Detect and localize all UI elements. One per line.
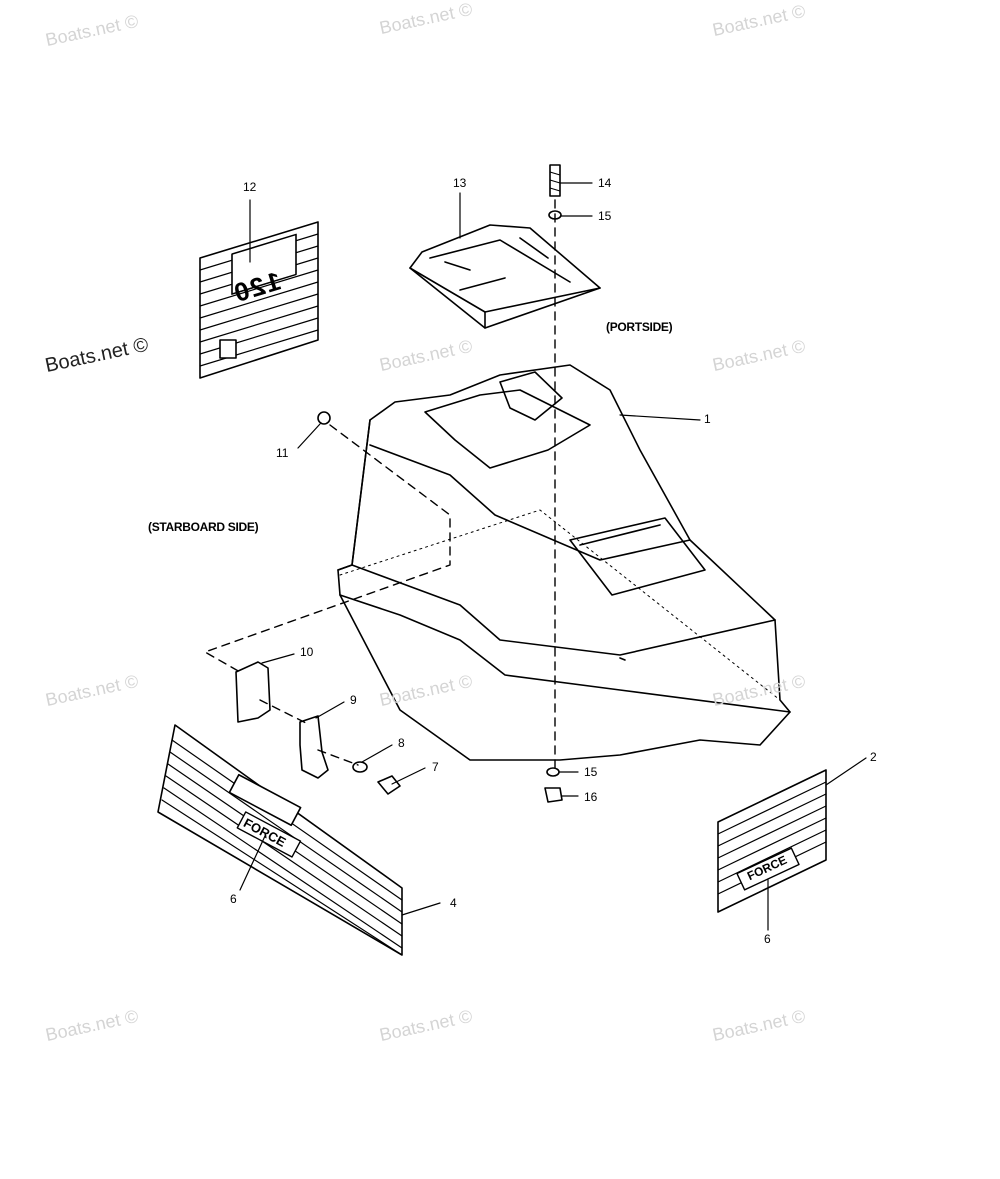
callout-10: 10 [300, 645, 314, 659]
bracket-10 [235, 661, 271, 723]
callout-11: 11 [276, 446, 289, 460]
callout-15a: 15 [598, 209, 612, 223]
starboard-label: (STARBOARD SIDE) [148, 520, 259, 534]
callout-9: 9 [350, 693, 357, 707]
callout-7: 7 [432, 760, 439, 774]
top-cover [409, 224, 601, 329]
callout-12: 12 [243, 180, 257, 194]
callout-4: 4 [450, 896, 457, 910]
bolt-14 [549, 164, 561, 197]
callout-14: 14 [598, 176, 612, 190]
decal-starboard [157, 724, 403, 956]
callout-13: 13 [453, 176, 467, 190]
latch-9 [299, 715, 329, 779]
washer-8 [352, 761, 368, 773]
callout-2: 2 [870, 750, 877, 764]
callout-6a: 6 [230, 892, 237, 906]
callout-6b: 6 [764, 932, 771, 946]
portside-label: (PORTSIDE) [606, 320, 673, 334]
callout-16: 16 [584, 790, 598, 804]
nut-16 [544, 787, 563, 803]
callout-1: 1 [704, 412, 711, 426]
nut-11 [317, 411, 331, 425]
callout-8: 8 [398, 736, 405, 750]
engine-cowl [337, 364, 791, 761]
decal-hp-120 [199, 221, 319, 379]
callout-15b: 15 [584, 765, 598, 779]
decal-port [717, 769, 827, 913]
washer-15-bottom [546, 767, 560, 777]
screw-7 [377, 775, 401, 795]
